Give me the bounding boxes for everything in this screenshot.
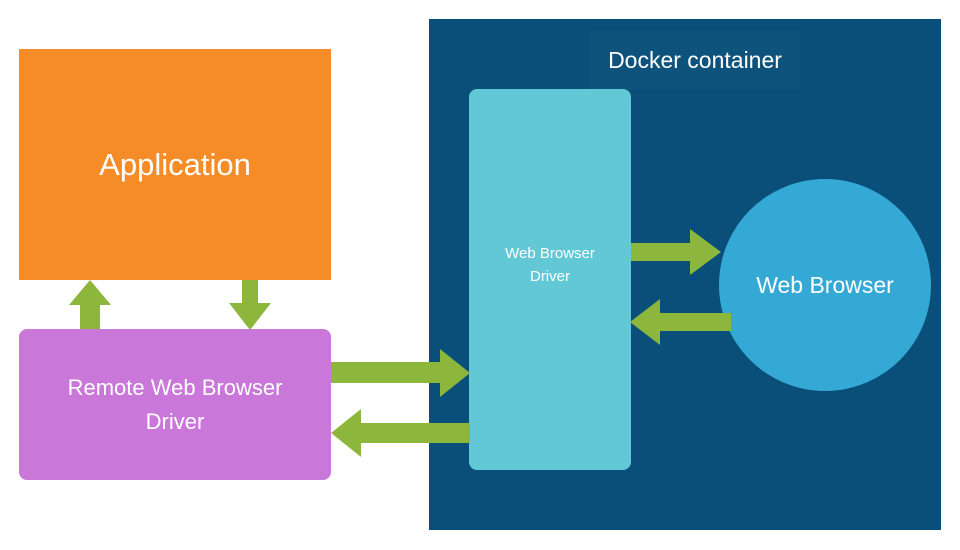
application-box: Application bbox=[19, 49, 331, 280]
web-browser-driver-box: Web Browser Driver bbox=[469, 89, 631, 470]
arrow-remote-to-application bbox=[69, 280, 111, 329]
remote-web-browser-driver-box: Remote Web Browser Driver bbox=[19, 329, 331, 480]
application-label: Application bbox=[99, 146, 251, 182]
arrow-application-to-remote bbox=[229, 280, 271, 330]
docker-container-label: Docker container bbox=[590, 31, 800, 89]
web-browser-label: Web Browser bbox=[756, 271, 894, 298]
remote-web-browser-driver-label: Remote Web Browser Driver bbox=[67, 374, 283, 434]
web-browser-circle: Web Browser bbox=[719, 179, 931, 391]
web-browser-driver-label: Web Browser Driver bbox=[505, 244, 595, 285]
